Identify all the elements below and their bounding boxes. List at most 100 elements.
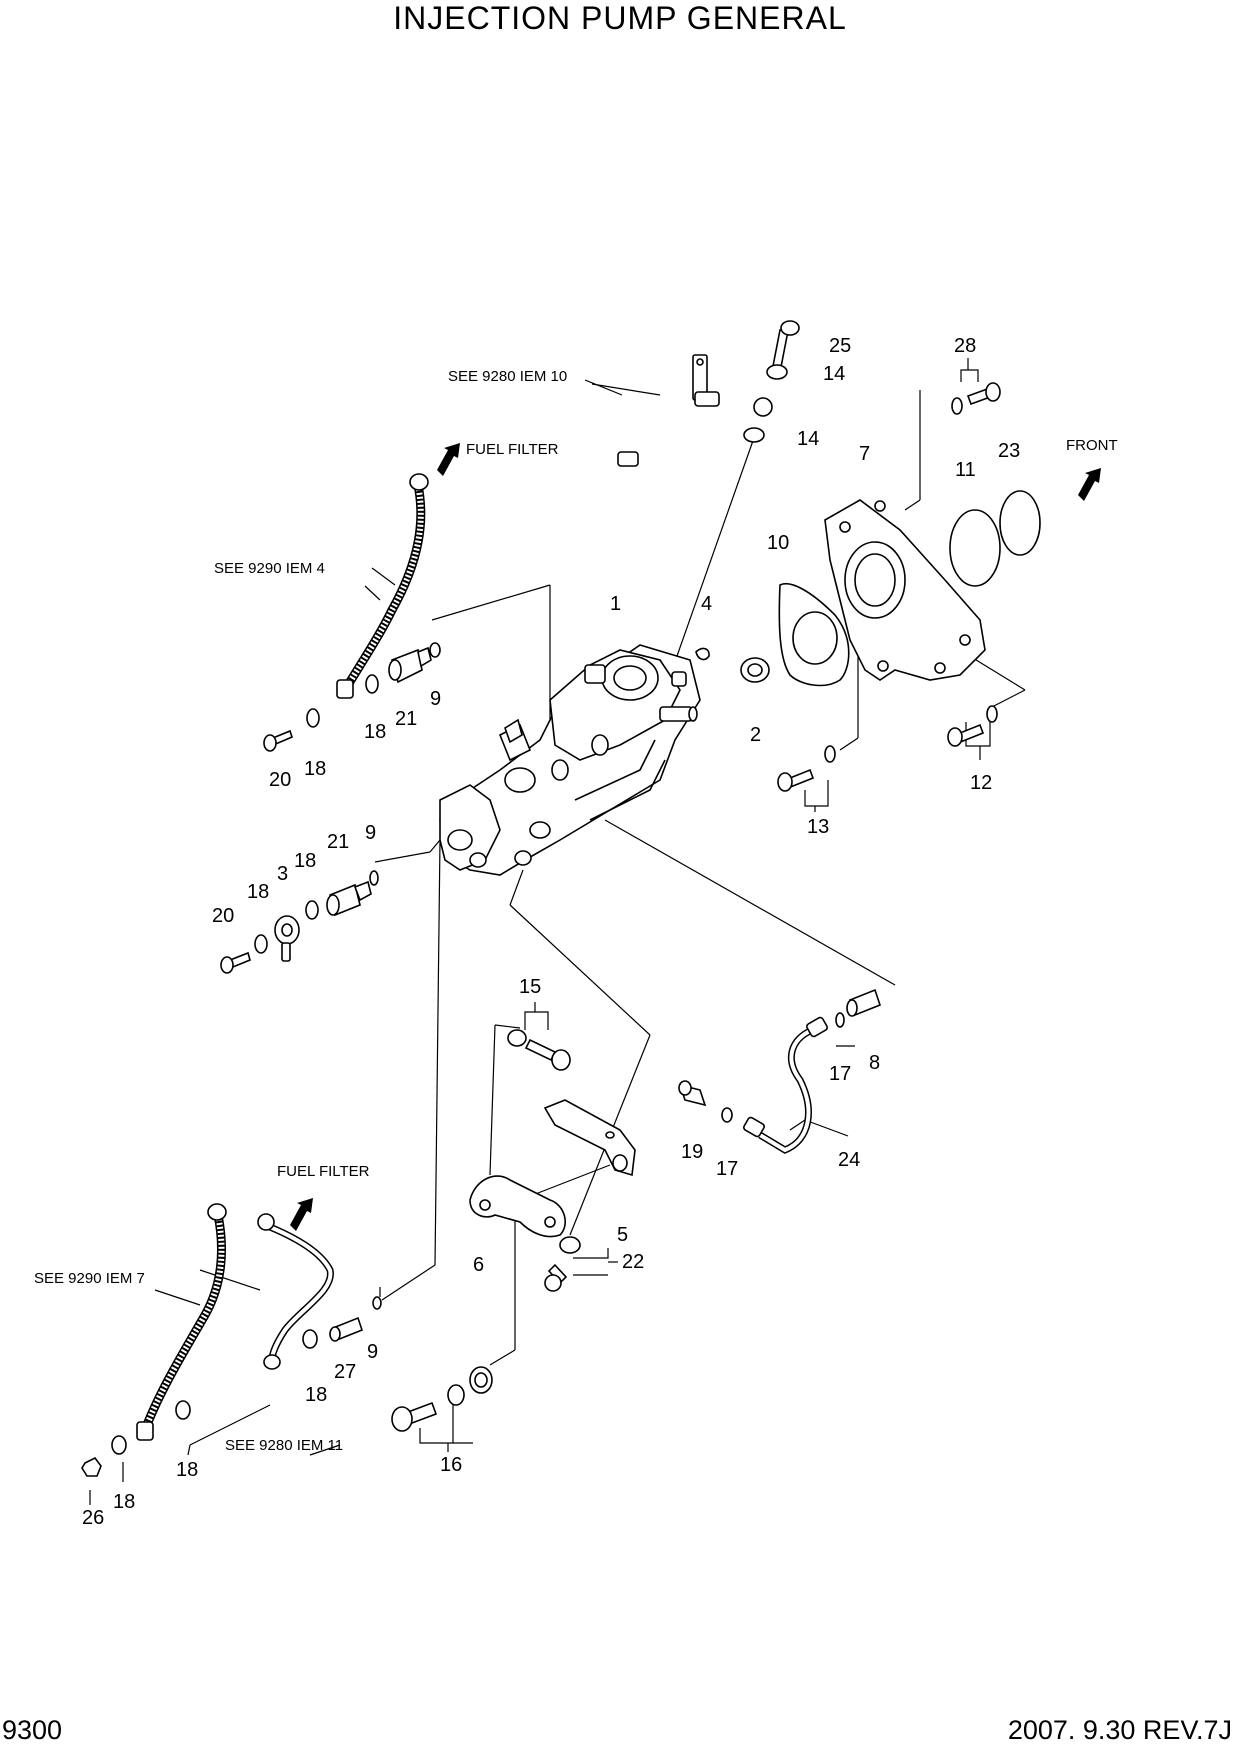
fuel-pipe-lower (257, 1213, 334, 1370)
bolt-20-lower (220, 951, 251, 974)
fuel-filter-arrow-top (437, 443, 460, 476)
leader-lines (154, 379, 1026, 1456)
note-fuel-filter-bottom: FUEL FILTER (277, 1163, 370, 1180)
bracket-5 (543, 1099, 636, 1177)
bolt-13 (777, 745, 836, 792)
callout-18-lower-b: 18 (247, 881, 269, 903)
note-front: FRONT (1066, 437, 1118, 454)
nut-2 (740, 657, 770, 683)
callout-18-bottom-a: 18 (305, 1384, 327, 1406)
fuel-filter-arrow-bottom (290, 1198, 313, 1231)
callout-21-upper: 21 (395, 708, 417, 730)
callout-17-lower: 17 (716, 1158, 738, 1180)
washer-18-lower-a (305, 900, 319, 920)
callout-23: 23 (998, 440, 1020, 462)
washer-14-lower (743, 427, 765, 443)
callout-11: 11 (955, 459, 976, 481)
callout-18-bottom-b: 18 (176, 1459, 198, 1481)
note-see-9280-11: SEE 9280 IEM 11 (225, 1437, 343, 1454)
o-ring-9-upper (429, 642, 441, 658)
nut-26 (81, 1456, 102, 1477)
bolt-16 (391, 1401, 438, 1432)
gasket-10-hole (792, 611, 838, 665)
washer-16-b (469, 1366, 493, 1394)
callout-26: 26 (82, 1507, 104, 1529)
washer-18-bottom-c (111, 1435, 127, 1455)
callout-18-bottom-c: 18 (113, 1491, 135, 1513)
top-fuel-pipe (617, 354, 773, 467)
callout-21-lower: 21 (327, 831, 349, 853)
washer-22 (559, 1236, 581, 1254)
note-see-9290-7: SEE 9290 IEM 7 (34, 1270, 145, 1287)
callout-4: 4 (701, 593, 712, 615)
fitting-8 (846, 988, 881, 1017)
o-ring-11 (949, 509, 1001, 587)
o-ring-9-lower (372, 1296, 382, 1310)
bolt-22 (544, 1263, 568, 1292)
callout-19: 19 (681, 1141, 703, 1163)
callout-14-upper: 14 (823, 363, 845, 385)
o-ring-17-upper (835, 1012, 845, 1028)
nut-2-inner (747, 663, 763, 677)
callout-9-lower: 9 (367, 1341, 378, 1363)
callout-18-upper-b: 18 (304, 758, 326, 780)
callout-1: 1 (610, 593, 621, 615)
callout-12: 12 (970, 772, 992, 794)
washer-18-upper-b (306, 708, 320, 728)
callout-27: 27 (334, 1361, 356, 1383)
callout-10: 10 (767, 532, 789, 554)
callout-20-upper: 20 (269, 769, 291, 791)
callout-14-lower: 14 (797, 428, 819, 450)
note-fuel-filter-top: FUEL FILTER (466, 441, 559, 458)
bolt-15 (507, 1029, 571, 1071)
callout-18-upper-a: 18 (364, 721, 386, 743)
fuel-hose-upper (336, 473, 429, 699)
callout-labels: 25 14 14 28 7 11 23 10 1 4 2 9 21 18 18 … (82, 335, 1020, 1529)
bracket-6-hole-b (544, 1216, 556, 1228)
pipe-24 (743, 1016, 828, 1154)
fuel-hose-lower (136, 1203, 227, 1441)
callout-8: 8 (869, 1052, 880, 1074)
callout-15: 15 (519, 976, 541, 998)
fitting-21-lower (326, 880, 372, 917)
washer-16-b-inner (474, 1372, 488, 1388)
callout-6: 6 (473, 1254, 484, 1276)
callout-9-upper: 9 (430, 688, 441, 710)
washer-18-bottom-b (175, 1400, 191, 1420)
callout-13: 13 (807, 816, 829, 838)
bolt-12 (947, 705, 998, 747)
callout-5: 5 (617, 1224, 628, 1246)
callout-20-lower: 20 (212, 905, 234, 927)
revision-date: 2007. 9.30 REV.7J (1007, 1715, 1232, 1745)
washer-18-lower-b (254, 934, 268, 954)
bracket-6 (469, 1175, 566, 1238)
housing-7 (824, 499, 986, 681)
o-ring-23 (999, 490, 1041, 556)
callout-7: 7 (859, 443, 870, 465)
injection-pump-body (439, 644, 701, 876)
bolt-20-upper (263, 729, 293, 752)
note-see-9290-4: SEE 9290 IEM 4 (214, 560, 325, 577)
callout-22: 22 (622, 1251, 644, 1273)
fitting-19 (678, 1080, 707, 1107)
callout-17-upper: 17 (829, 1063, 851, 1085)
callout-25: 25 (829, 335, 851, 357)
callout-2: 2 (750, 724, 761, 746)
callout-24: 24 (838, 1149, 860, 1171)
o-ring-9-mid (369, 870, 379, 886)
o-ring-17-lower (721, 1107, 733, 1123)
callout-brackets (89, 358, 991, 1505)
gasket-10 (778, 583, 850, 687)
fitting-21-upper (388, 646, 432, 684)
bracket-5-slot (605, 1131, 615, 1139)
callout-3: 3 (277, 863, 288, 885)
page-title: INJECTION PUMP GENERAL (393, 0, 847, 36)
bolt-25 (772, 320, 800, 368)
callout-16: 16 (440, 1454, 462, 1476)
banjo-3 (274, 915, 300, 962)
callout-18-lower-a: 18 (294, 850, 316, 872)
bracket-6-hole-a (479, 1199, 491, 1211)
fitting-27 (329, 1316, 363, 1342)
callout-9-mid: 9 (365, 822, 376, 844)
